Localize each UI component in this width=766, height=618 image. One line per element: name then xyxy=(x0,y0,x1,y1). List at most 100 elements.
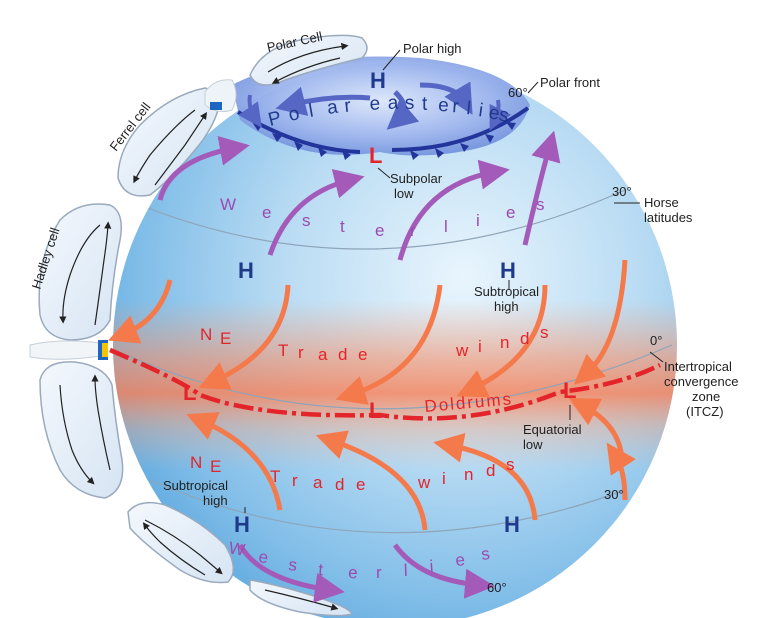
westerlies-north-letter: s xyxy=(536,195,545,214)
westerlies-north-letter: t xyxy=(340,217,345,236)
polar-easterlies-letter: r xyxy=(343,95,352,117)
westerlies-south-letter: s xyxy=(480,544,491,564)
ne-trade-letter: e xyxy=(358,345,367,364)
polar-cell xyxy=(249,34,368,86)
polar-arrow-3 xyxy=(419,81,473,115)
westerlies-south-letter: e xyxy=(454,550,465,570)
polar-easterlies-letter: s xyxy=(404,93,414,114)
se-trade-letter: N xyxy=(190,453,202,472)
polar-easterlies-letter: o xyxy=(287,103,302,126)
westerlies-north-letter: e xyxy=(375,221,384,240)
westerlies-north-letter: s xyxy=(302,211,311,230)
itcz-label-4: (ITCZ) xyxy=(686,404,724,419)
equatorial-low-label-1: Equatorial xyxy=(523,422,582,437)
westerlies-north-letter: e xyxy=(262,203,271,222)
subpolar-low-l: L xyxy=(369,143,382,168)
ne-trade-letter: w xyxy=(455,341,469,360)
ne-trade-letter: n xyxy=(500,333,509,352)
subtropical-high-s-label-1: Subtropical xyxy=(163,478,228,493)
se-trade-letter: w xyxy=(417,473,431,492)
ne-trade-letter: i xyxy=(478,337,482,356)
equatorial-low-center: L xyxy=(369,398,382,423)
hadley-cell-south xyxy=(39,361,124,499)
polar-front-label: Polar front xyxy=(540,75,600,90)
westerlies-south-arrows xyxy=(237,543,495,603)
westerlies-south-letter: l xyxy=(403,561,407,580)
subpolar-low-label-2: low xyxy=(394,186,414,201)
polar-easterlies-letter: e xyxy=(487,102,501,125)
subtropical-high-n-west: H xyxy=(238,258,254,283)
ne-trade-arrows xyxy=(108,259,628,405)
westerlies-south-letter: W xyxy=(227,538,246,559)
polar-high-label: Polar high xyxy=(403,41,462,56)
polar-easterlies-letter: s xyxy=(497,104,511,127)
se-trade-letter: e xyxy=(356,475,365,494)
ferrel-cell-south xyxy=(127,501,234,584)
polar-arrow-5 xyxy=(238,94,262,128)
westerlies-north-letter: r xyxy=(410,221,416,240)
polar-easterlies-letter: l xyxy=(307,101,315,122)
subpolar-low-label-1: Subpolar xyxy=(390,171,443,186)
polar-high-h: H xyxy=(370,68,386,93)
polar-easterlies-letter: e xyxy=(369,93,381,115)
subtropical-high-label-2: high xyxy=(494,299,519,314)
lat-60-bottom-label: 60° xyxy=(487,580,507,595)
ne-trade-letter: s xyxy=(540,323,549,342)
ne-trade-letter: d xyxy=(338,345,347,364)
westerlies-north-letter: W xyxy=(220,195,236,214)
se-trade-letter: a xyxy=(313,473,323,492)
polar-arrow-1 xyxy=(275,86,371,116)
se-trade-letter: E xyxy=(210,457,221,476)
polar-arrow-2 xyxy=(386,90,420,130)
horse-latitudes-2: latitudes xyxy=(644,210,693,225)
itcz-label-2: convergence xyxy=(664,374,738,389)
equatorial-low-label-2: low xyxy=(523,437,543,452)
subtropical-high-n-east: H xyxy=(500,258,516,283)
se-trade-letter: s xyxy=(506,455,515,474)
lat-0-label: 0° xyxy=(650,333,662,348)
horse-latitudes-1: Horse xyxy=(644,195,679,210)
se-trade-letter: r xyxy=(292,471,298,490)
westerlies-south-letter: e xyxy=(257,547,269,567)
lat-60-top-label: 60° xyxy=(508,85,528,100)
leader-lines xyxy=(244,49,664,513)
ne-trade-letter: N xyxy=(200,325,212,344)
itcz-line xyxy=(109,347,662,421)
latitude-30n-line xyxy=(139,189,626,250)
polar-arrow-4 xyxy=(489,99,512,131)
se-trade-letter: T xyxy=(270,467,280,486)
subtropical-high-s-east: H xyxy=(504,512,520,537)
westerlies-south-letter: i xyxy=(429,557,434,576)
westerlies-north-letter: e xyxy=(506,203,515,222)
polar-easterlies-letter: a xyxy=(387,92,399,114)
subtropical-high-s-west: H xyxy=(234,512,250,537)
polar-cell-south xyxy=(249,579,353,617)
itcz-label-3: zone xyxy=(692,389,720,404)
polar-cap xyxy=(232,56,530,160)
itcz-label-1: Intertropical xyxy=(664,359,732,374)
ne-trade-letter: r xyxy=(298,343,304,362)
polar-easterlies-letter: i xyxy=(477,100,484,121)
latitude-30s-line xyxy=(149,479,626,534)
subtropical-high-label-1: Subtropical xyxy=(474,284,539,299)
equatorial-low-west: L xyxy=(183,380,196,405)
westerlies-north-letter: i xyxy=(476,211,480,230)
subtropical-high-s-label-2: high xyxy=(203,493,228,508)
equator-rising-column xyxy=(29,340,108,360)
westerlies-south-letter: t xyxy=(318,560,324,579)
se-trade-letter: i xyxy=(442,469,446,488)
se-trade-letter: n xyxy=(464,465,473,484)
westerlies-north-letter: l xyxy=(444,217,448,236)
westerlies-south-letter: s xyxy=(288,555,298,575)
westerlies-south-letter: r xyxy=(376,563,382,582)
polar-easterlies-letter: l xyxy=(465,98,471,119)
polar-descending-column xyxy=(204,79,237,113)
polar-easterlies-letter: r xyxy=(452,96,460,117)
lat-30-top-label: 30° xyxy=(612,184,632,199)
se-trade-arrows xyxy=(186,398,636,531)
se-trade-letter: d xyxy=(335,475,344,494)
se-trade-letter: d xyxy=(486,461,495,480)
